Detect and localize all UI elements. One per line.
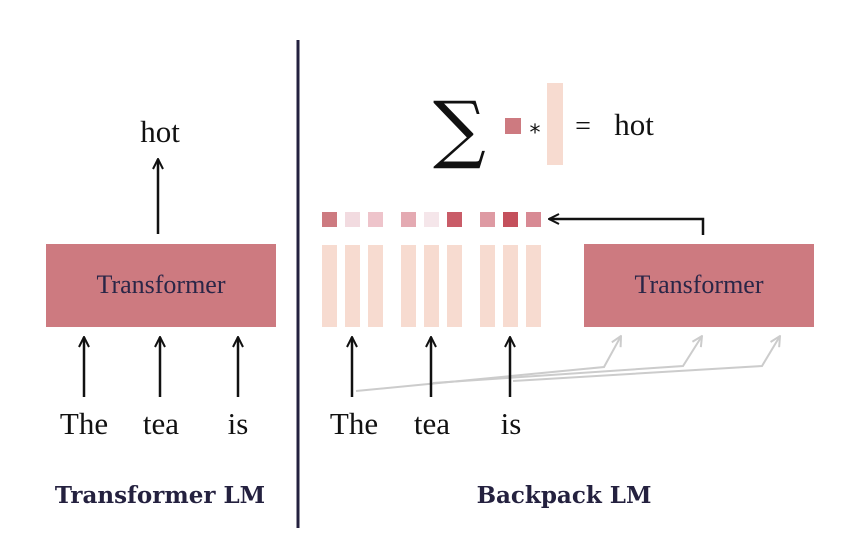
backpack-lm-panel: ∑ * = hot: [322, 83, 814, 509]
right-transformer-box: [584, 244, 814, 327]
weight-squares-row: [322, 212, 541, 227]
skip-arrow-is: [512, 336, 780, 382]
weight-square: [345, 212, 360, 227]
weight-square: [526, 212, 541, 227]
weight-square: [503, 212, 518, 227]
right-input-word-is: is: [501, 406, 522, 441]
weight-square: [368, 212, 383, 227]
sense-vector-bar: [503, 245, 518, 327]
equation-weight-square: [505, 118, 521, 134]
sense-vector-bar: [526, 245, 541, 327]
right-transformer-label: Transformer: [634, 270, 763, 299]
skip-arrow-tea: [432, 336, 702, 384]
sense-vector-bar: [480, 245, 495, 327]
equals-symbol: =: [575, 111, 591, 142]
skip-arrow-the: [355, 336, 621, 392]
weight-square: [322, 212, 337, 227]
sum-equation: ∑ * = hot: [433, 83, 654, 172]
left-panel-caption: Transformer LM: [55, 482, 265, 509]
weight-square: [480, 212, 495, 227]
sense-vectors: [322, 245, 541, 327]
weights-feedback-arrow: [549, 219, 705, 235]
left-transformer-label: Transformer: [96, 270, 225, 299]
transformer-lm-panel: hot Transformer The tea is Transformer L…: [46, 114, 276, 509]
right-input-word-the: The: [330, 406, 378, 441]
sum-symbol: ∑: [433, 86, 486, 172]
equation-sense-vector: [547, 83, 563, 165]
sense-vector-bar: [401, 245, 416, 327]
sense-vector-bar: [447, 245, 462, 327]
left-transformer-box: [46, 244, 276, 327]
left-input-word-tea: tea: [143, 406, 179, 441]
right-output-word: hot: [614, 107, 654, 142]
sense-vector-bar: [424, 245, 439, 327]
right-input-word-tea: tea: [414, 406, 450, 441]
sense-vector-bar: [322, 245, 337, 327]
sense-vector-bar: [368, 245, 383, 327]
sense-vector-bar: [345, 245, 360, 327]
weight-square: [424, 212, 439, 227]
input-to-transformer-arrows: [355, 336, 780, 392]
weight-square: [401, 212, 416, 227]
weight-square: [447, 212, 462, 227]
multiply-symbol: *: [530, 121, 541, 146]
right-panel-caption: Backpack LM: [477, 482, 652, 509]
left-input-word-is: is: [228, 406, 249, 441]
left-input-word-the: The: [60, 406, 108, 441]
left-output-word: hot: [140, 114, 180, 149]
